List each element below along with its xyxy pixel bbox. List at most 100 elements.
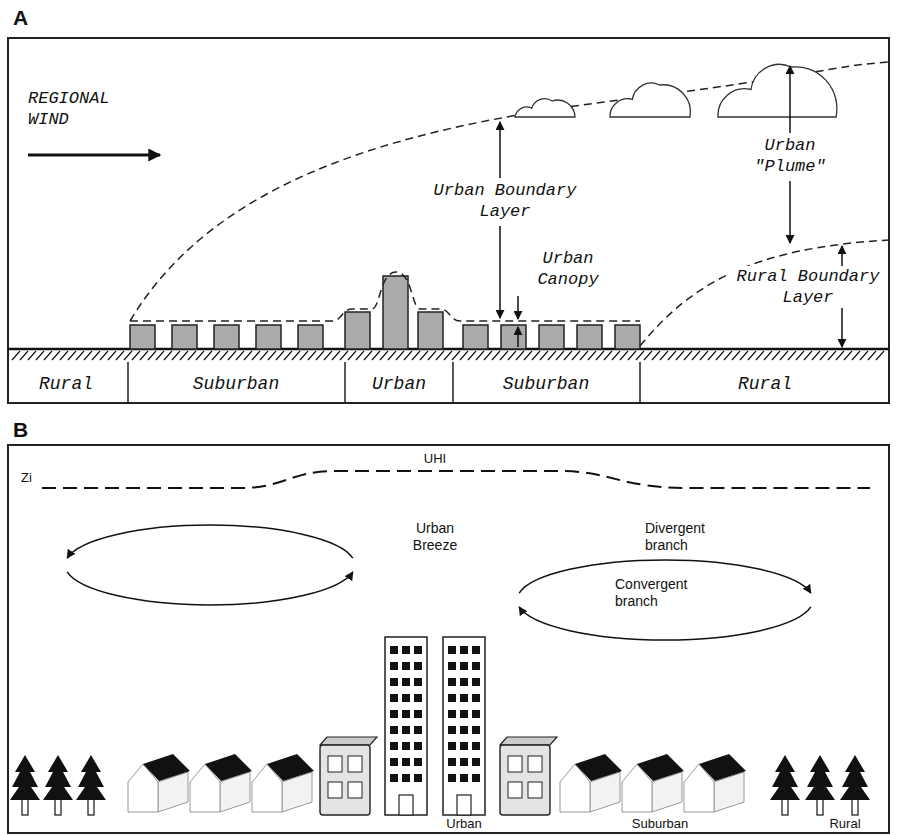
ground-hatching <box>476 351 484 360</box>
tower-icon <box>390 678 398 686</box>
layer-label: Rural Boundary Layer <box>730 266 886 308</box>
tower-icon <box>460 726 468 734</box>
tree-icon <box>782 799 788 815</box>
tower-icon <box>472 710 480 718</box>
ground-hatching <box>132 351 140 360</box>
ground-hatching <box>740 351 748 360</box>
circulation-arrow <box>67 525 353 558</box>
tower-icon <box>460 662 468 670</box>
house-icon <box>267 754 314 781</box>
tower-icon <box>414 774 422 782</box>
office-icon <box>508 756 522 772</box>
uhi-label: UHI <box>421 451 449 466</box>
indicator-arrow <box>789 66 791 133</box>
ground-hatching <box>820 351 828 360</box>
tower-icon <box>460 710 468 718</box>
tree-icon <box>770 755 800 815</box>
ground-hatching <box>332 351 340 360</box>
city-building <box>214 325 239 349</box>
office-icon <box>348 782 362 798</box>
tree-icon <box>840 755 870 815</box>
tower-icon <box>414 678 422 686</box>
ground-hatching <box>420 351 428 360</box>
tree-icon <box>817 799 823 815</box>
tower-icon <box>448 710 456 718</box>
tower-icon <box>443 637 485 815</box>
tower-icon <box>390 646 398 654</box>
ground-hatching <box>68 351 76 360</box>
tree-icon <box>10 755 40 815</box>
ground-hatching <box>316 351 324 360</box>
ground-hatching <box>508 351 516 360</box>
panel-letter: A <box>10 6 31 30</box>
ground-hatching <box>172 351 180 360</box>
ground-hatching <box>532 351 540 360</box>
tower-icon <box>472 742 480 750</box>
tower-icon <box>460 758 468 766</box>
tower-icon <box>402 758 410 766</box>
cloud <box>718 64 837 117</box>
ground-hatching <box>324 351 332 360</box>
layer-label: Urban Boundary Layer <box>425 180 585 222</box>
branch-label: Convergent branch <box>612 576 700 610</box>
ground-hatching <box>340 351 348 360</box>
height-symbol: Zi <box>18 470 35 485</box>
zone-divider <box>127 362 129 402</box>
ground-hatching <box>500 351 508 360</box>
house-icon <box>143 754 190 781</box>
ground-hatching <box>700 351 708 360</box>
ground-hatching <box>364 351 372 360</box>
zone-label: Urban <box>369 373 429 395</box>
tower-icon <box>472 758 480 766</box>
tower-icon <box>414 710 422 718</box>
zone-label: Suburban <box>629 816 691 831</box>
ground-hatching <box>732 351 740 360</box>
circulation-arrow <box>67 572 353 605</box>
ground-hatching <box>612 351 620 360</box>
tower-icon <box>460 774 468 782</box>
wind-label: REGIONAL WIND <box>25 88 125 130</box>
tower-icon <box>390 758 398 766</box>
office-icon <box>320 737 377 745</box>
tower-icon <box>414 726 422 734</box>
ground-hatching <box>660 351 668 360</box>
ground-hatching <box>860 351 868 360</box>
tree-icon <box>805 755 835 815</box>
ground-hatching <box>588 351 596 360</box>
tree-icon <box>43 755 73 815</box>
tower-icon <box>402 726 410 734</box>
breeze-label: Urban Breeze <box>402 520 468 554</box>
tree-icon <box>55 799 61 815</box>
tower-icon <box>402 646 410 654</box>
ground-hatching <box>652 351 660 360</box>
zone-label: Rural <box>826 816 863 831</box>
office-icon <box>528 756 542 772</box>
ground-hatching <box>428 351 436 360</box>
tower-icon <box>402 694 410 702</box>
office-icon <box>328 756 342 772</box>
tower-icon <box>385 637 427 815</box>
ground-hatching <box>180 351 188 360</box>
city-building <box>130 325 155 349</box>
tower-icon <box>460 742 468 750</box>
ground-hatching <box>108 351 116 360</box>
landscape-icon <box>10 637 870 815</box>
tower-icon <box>460 678 468 686</box>
ground-hatching <box>308 351 316 360</box>
plume-label: Urban "Plume" <box>745 135 835 177</box>
ground-hatching <box>564 351 572 360</box>
ground-hatching <box>156 351 164 360</box>
ground-hatching <box>580 351 588 360</box>
ground-hatching <box>780 351 788 360</box>
ground-hatching <box>60 351 68 360</box>
tower-icon <box>414 694 422 702</box>
ground-hatching <box>20 351 28 360</box>
office-icon <box>500 737 557 745</box>
ground-hatching <box>396 351 404 360</box>
tree-icon <box>76 755 106 800</box>
panel-letter: B <box>10 418 31 442</box>
tower-icon <box>472 694 480 702</box>
city-building <box>539 325 564 349</box>
ground-hatching <box>436 351 444 360</box>
